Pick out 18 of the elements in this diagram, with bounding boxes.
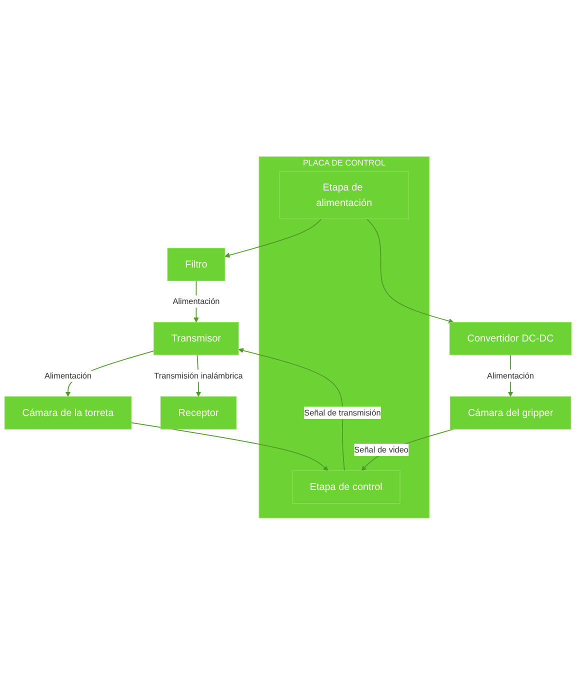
arrow [130, 422, 328, 472]
edge-label: Transmisión inalámbrica [154, 370, 243, 380]
node-box: Receptor [160, 396, 237, 430]
node-box: Etapa de control [292, 470, 400, 504]
node-box: Transmisor [154, 322, 239, 356]
edge-label: Alimentación [172, 296, 220, 306]
node-box: Etapa de alimentación [279, 171, 409, 220]
edge-label: Alimentación [44, 370, 92, 380]
arrow [238, 348, 345, 472]
node-box: Filtro [167, 248, 226, 282]
node-box: Cámara del gripper [450, 396, 572, 430]
edge-label: Señal de transmisión [304, 408, 381, 418]
edge-label: Señal de video [354, 445, 408, 455]
arrow [366, 218, 454, 324]
arrow [224, 218, 322, 258]
node-box: Convertidor DC-DC [449, 322, 572, 356]
node-box: Cámara de la torreta [4, 396, 132, 430]
edge-label: Alimentación [486, 370, 534, 380]
